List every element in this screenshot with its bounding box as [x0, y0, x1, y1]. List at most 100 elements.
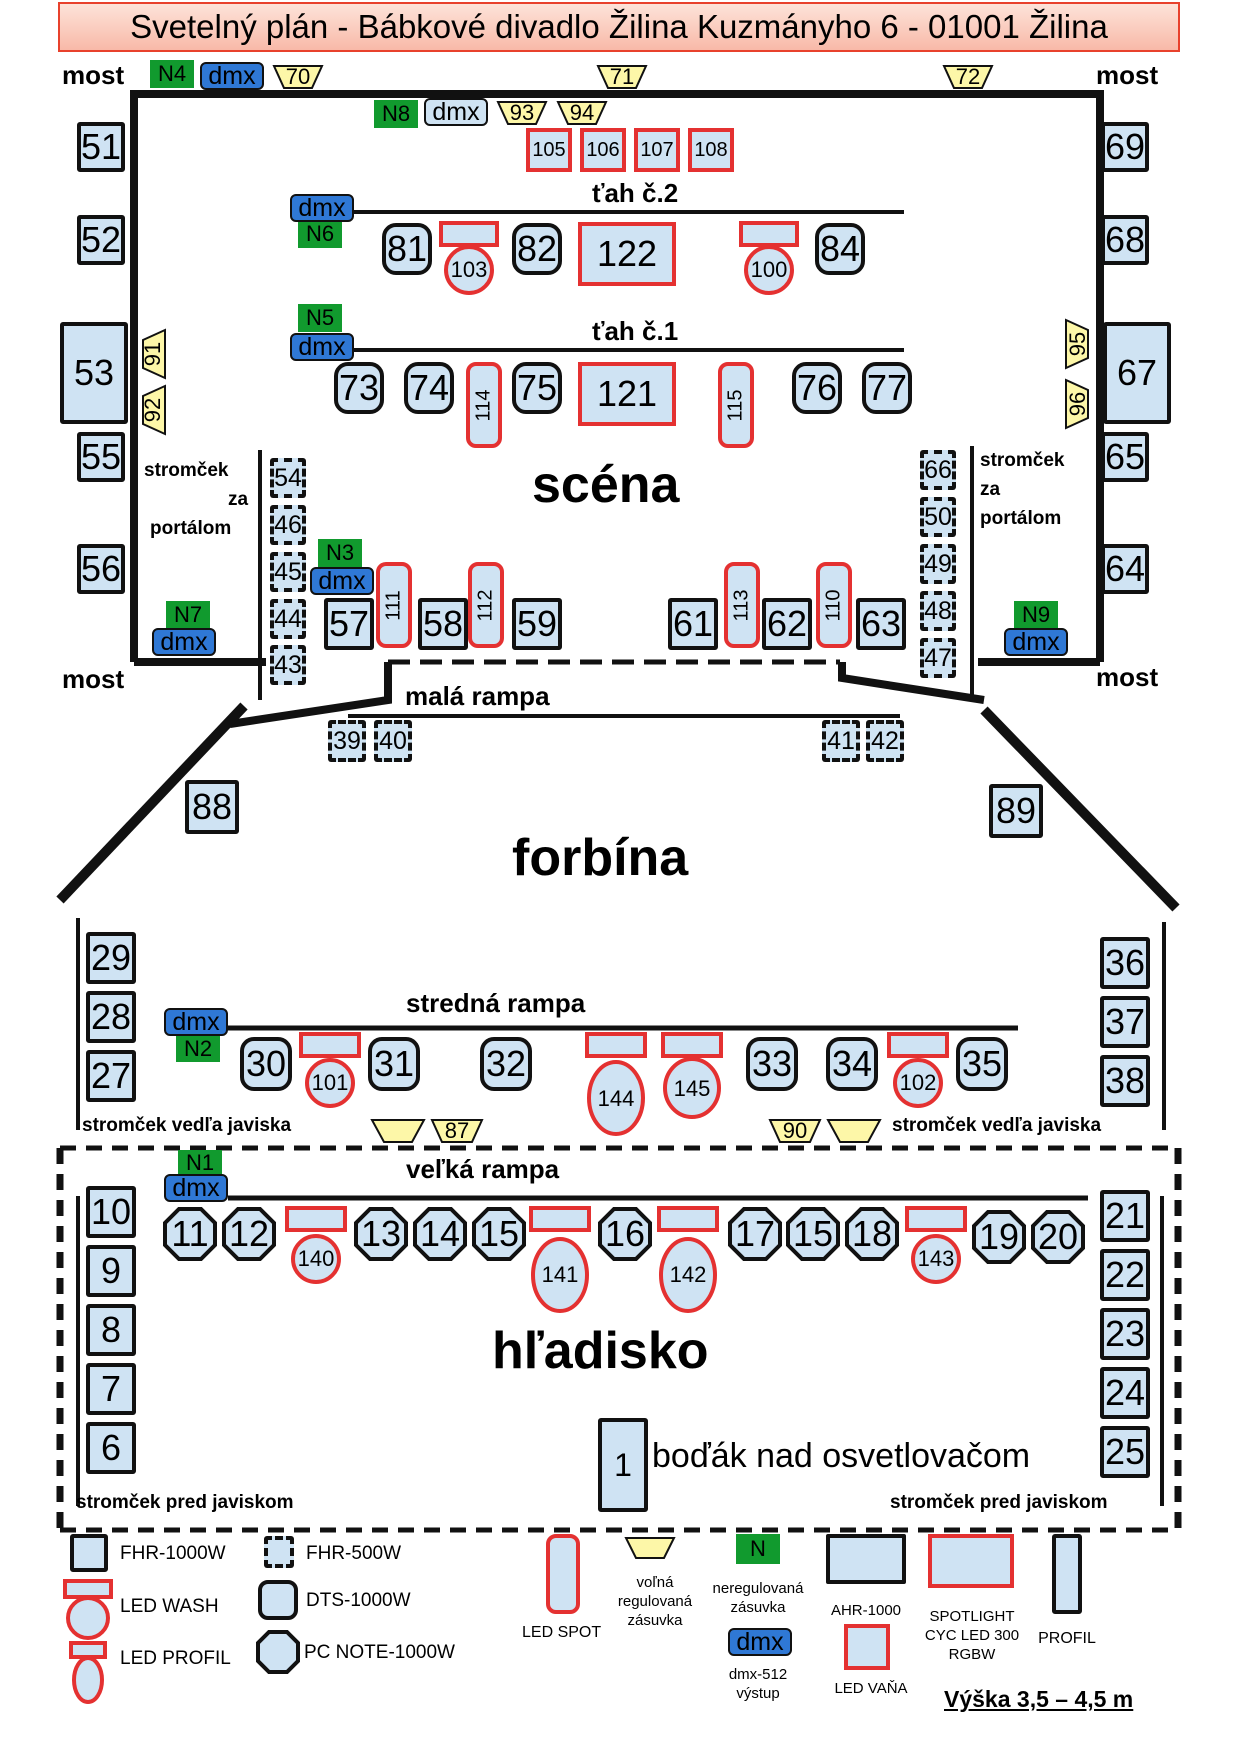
fixture-fhr1000: 56	[77, 544, 125, 594]
legend-profil-label: PROFIL	[1038, 1630, 1096, 1647]
dmx-output: dmx	[200, 62, 264, 90]
fixture-dts: 73	[334, 362, 384, 414]
fixture-label: 141	[541, 1262, 579, 1287]
led-profil-shape	[69, 1641, 107, 1704]
socket-regulated: 71	[596, 64, 648, 90]
portal-right	[838, 662, 985, 704]
stromcek-vedla-left: stromček vedľa javiska	[82, 1115, 292, 1136]
legend-socket-label-3: zásuvka	[627, 1612, 683, 1629]
stredna-rampa-label: stredná rampa	[406, 988, 586, 1018]
fixture-fhr500: 48	[920, 591, 956, 631]
socket-label: 91	[140, 341, 165, 367]
fixture-led-vana: 108	[688, 128, 734, 172]
forbina-wall-right	[980, 706, 1180, 912]
fixture-fhr500: 50	[920, 497, 956, 537]
fixture-fhr1000: 8	[86, 1304, 136, 1356]
fixture-label: 115	[724, 389, 747, 421]
dmx-output: dmx	[310, 567, 374, 595]
fixture-dts: 82	[512, 223, 562, 275]
fixture-dts: 32	[480, 1037, 532, 1091]
fixture-fhr500: 47	[920, 638, 956, 678]
most-label-bottom-right: most	[1096, 662, 1159, 692]
octagon-shape	[728, 1207, 782, 1261]
socket-shape	[370, 1119, 426, 1143]
legend-nereg-label-1: neregulovaná	[712, 1580, 804, 1597]
led-wash-shape	[905, 1206, 967, 1284]
fixture-pc-note: 19	[972, 1210, 1026, 1264]
fixture-dts: 34	[826, 1037, 878, 1091]
fixture-fhr1000: 21	[1100, 1190, 1150, 1242]
socket-shape	[556, 101, 608, 125]
fixture-dts: 31	[368, 1037, 420, 1091]
fixture-fhr1000: 62	[762, 598, 812, 650]
fixture-fhr1000: 63	[856, 598, 906, 650]
legend-fhr1000-symbol	[70, 1534, 108, 1572]
fixture-label: 14	[419, 1213, 461, 1254]
fixture-label: 112	[474, 589, 497, 621]
fixture-label: 102	[899, 1070, 937, 1095]
socket-label: 95	[1065, 331, 1090, 357]
stromcek-za-left-1: stromček	[144, 460, 229, 481]
socket-regulated: 94	[556, 100, 608, 126]
dmx-output: dmx	[1004, 628, 1068, 656]
dmx-output: dmx	[290, 194, 354, 222]
led-wash-shape	[63, 1579, 113, 1640]
led-wash-shape	[439, 221, 499, 295]
fixture-led-wash: 142	[656, 1205, 720, 1315]
socket-label: 93	[509, 100, 535, 125]
socket-shape	[272, 65, 324, 89]
socket-label: 87	[444, 1118, 470, 1143]
fixture-fhr1000: 10	[86, 1186, 136, 1238]
legend-vana-symbol	[844, 1624, 890, 1670]
dmx-output: dmx	[290, 333, 354, 361]
socket-shape	[826, 1119, 882, 1143]
legend-n-symbol: N	[736, 1534, 780, 1564]
legend-dmx-label-1: dmx-512	[728, 1666, 788, 1683]
forbina-wall-left	[56, 702, 248, 904]
legend-dts-label: DTS-1000W	[306, 1590, 411, 1611]
fixture-led-wash: 102	[886, 1031, 950, 1109]
fixture-fhr500: 42	[866, 720, 904, 762]
socket-label: 70	[285, 64, 311, 89]
fixture-fhr500: 54	[270, 458, 306, 498]
socket-shape	[430, 1119, 484, 1143]
led-wash-shape	[299, 1032, 361, 1108]
legend-led-spot-label: LED SPOT	[522, 1624, 602, 1641]
fixture-cyc: 122	[578, 222, 676, 286]
fixture-pc-note: 15	[786, 1207, 840, 1261]
fixture-fhr1000: 59	[512, 598, 562, 650]
octagon-shape	[256, 1630, 300, 1674]
socket-label: 92	[140, 397, 165, 423]
legend-led-spot-symbol	[546, 1534, 580, 1614]
fixture-fhr500: 49	[920, 544, 956, 584]
fixture-label: 113	[730, 589, 753, 621]
stromcek-pred-right: stromček pred javiskom	[890, 1492, 1108, 1513]
led-wash-shape	[529, 1206, 591, 1313]
fixture-label: 15	[478, 1213, 520, 1254]
fixture-label: 111	[382, 589, 405, 621]
led-wash-shape	[661, 1032, 723, 1119]
socket-shape	[596, 65, 648, 89]
mala-rampa-label: malá rampa	[405, 681, 550, 711]
fixture-label: 114	[472, 389, 495, 421]
fixture-dts: 77	[862, 362, 912, 414]
fixture-fhr1000: 69	[1101, 122, 1149, 172]
stromcek-za-right-3: portálom	[980, 508, 1062, 529]
fixture-led-spot: 110	[816, 562, 852, 648]
fixture-label: 11	[171, 1213, 209, 1254]
socket-shape	[768, 1119, 822, 1143]
fixture-fhr1000: 51	[77, 122, 125, 172]
fixture-dts: 35	[956, 1037, 1008, 1091]
socket-label: 94	[569, 100, 595, 125]
legend-led-wash-label: LED WASH	[120, 1596, 219, 1617]
fixture-pc-note: 11	[163, 1207, 217, 1261]
fixture-cyc: 121	[578, 362, 676, 426]
fixture-dts: 30	[240, 1037, 292, 1091]
fixture-pc-note: 12	[222, 1207, 276, 1261]
fixture-fhr500: 45	[270, 552, 306, 592]
legend-fhr1000-label: FHR-1000W	[120, 1543, 226, 1564]
octagon-shape	[163, 1207, 217, 1261]
fixture-fhr500: 39	[328, 720, 366, 762]
dmx-output: dmx	[152, 628, 216, 656]
most-label-bottom-left: most	[62, 664, 125, 694]
